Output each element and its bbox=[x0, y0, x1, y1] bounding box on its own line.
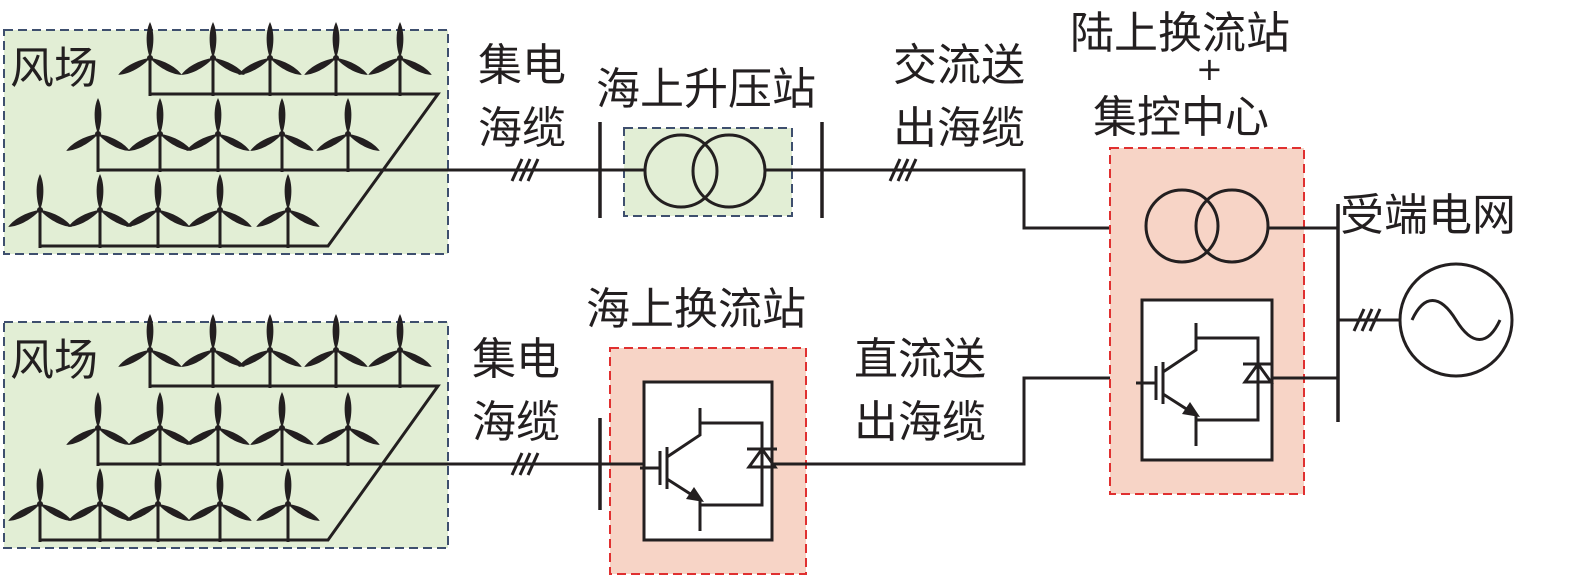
onshore-converter-station bbox=[1109, 147, 1305, 495]
svg-text:海缆: 海缆 bbox=[472, 397, 560, 448]
svg-text:集控中心: 集控中心 bbox=[1093, 92, 1269, 143]
svg-text:集电: 集电 bbox=[472, 334, 560, 385]
svg-text:直流送: 直流送 bbox=[854, 334, 986, 385]
onshore-station-label: 陆上换流站 + 集控中心 bbox=[1070, 8, 1290, 143]
three-phase-marker-icon bbox=[1352, 308, 1382, 332]
collector-cable-label-top: 集电 海缆 bbox=[478, 40, 566, 154]
dc-export-cable-label: 直流送 出海缆 bbox=[854, 334, 986, 448]
offshore-substation bbox=[623, 127, 793, 217]
offshore-substation-label: 海上升压站 bbox=[596, 64, 816, 115]
three-phase-marker-icon bbox=[510, 452, 540, 476]
ac-source-icon bbox=[1398, 262, 1514, 378]
svg-text:海缆: 海缆 bbox=[478, 103, 566, 154]
three-phase-marker-icon bbox=[888, 158, 918, 182]
svg-text:集电: 集电 bbox=[478, 40, 566, 91]
offshore-converter-station bbox=[609, 347, 807, 575]
offshore-converter-label: 海上换流站 bbox=[586, 284, 806, 335]
svg-text:陆上换流站: 陆上换流站 bbox=[1070, 8, 1290, 59]
wind-farm-top: 风场 bbox=[3, 20, 600, 255]
wind-farm-bottom: 风场 bbox=[3, 312, 600, 549]
transformer-icon bbox=[1144, 188, 1270, 264]
ac-export-cable-label: 交流送 出海缆 bbox=[893, 40, 1025, 154]
wind-farm-label: 风场 bbox=[10, 335, 98, 386]
ac-export-cable bbox=[822, 168, 1148, 230]
dc-export-cable bbox=[772, 376, 1142, 466]
three-phase-marker-icon bbox=[510, 158, 540, 182]
svg-text:出海缆: 出海缆 bbox=[893, 103, 1025, 154]
collector-cable-label-bottom: 集电 海缆 bbox=[472, 334, 560, 448]
svg-text:交流送: 交流送 bbox=[893, 40, 1025, 91]
wind-farm-label: 风场 bbox=[10, 43, 98, 94]
grid-label: 受端电网 bbox=[1340, 190, 1516, 241]
svg-text:+: + bbox=[1196, 50, 1223, 88]
svg-text:出海缆: 出海缆 bbox=[854, 397, 986, 448]
